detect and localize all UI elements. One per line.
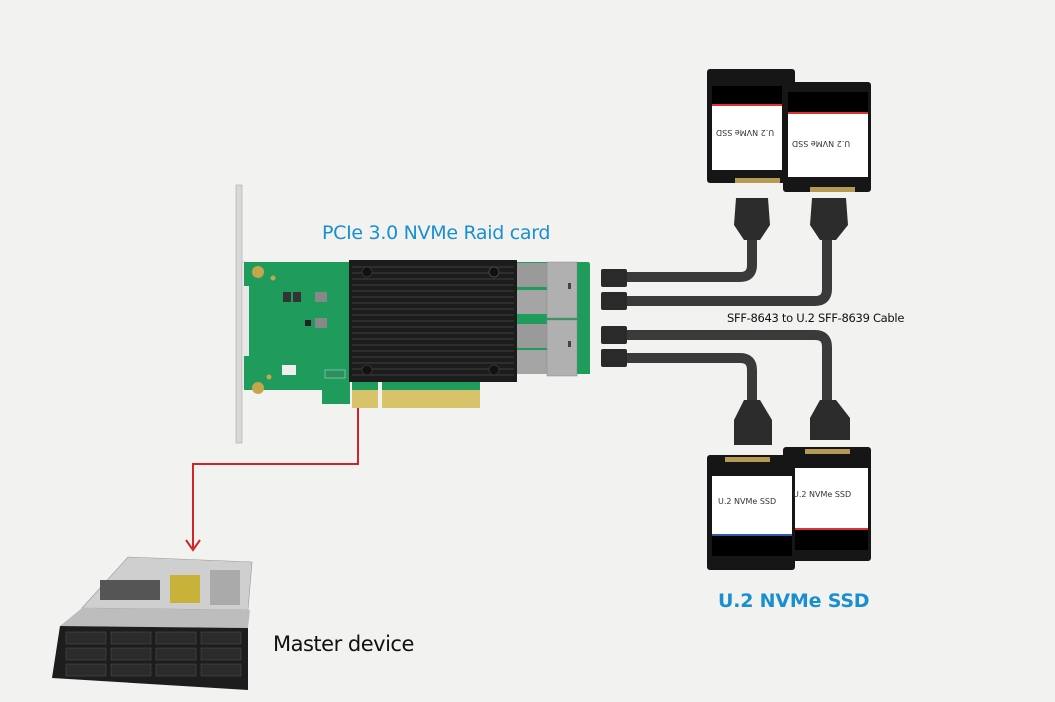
heatsink-fin	[352, 272, 514, 274]
heatsink-fin	[352, 356, 514, 358]
connection-arrow	[185, 408, 359, 552]
drive-bay	[110, 663, 152, 677]
heatsink-fin	[352, 338, 514, 340]
ssd-group-label: U.2 NVMe SSD	[718, 590, 870, 612]
master-device-label: Master device	[273, 632, 414, 656]
heatsink-fin	[352, 266, 514, 268]
drive-bay	[200, 663, 242, 677]
ssd-bottom-right	[783, 447, 871, 561]
ssd-label: U.2 NVMe SSD	[718, 497, 777, 506]
drive-bay	[200, 647, 242, 661]
drive-bay	[155, 663, 197, 677]
ssd-top-right	[783, 82, 871, 192]
heatsink-fin	[352, 362, 514, 364]
sff-8643-ports	[517, 261, 578, 377]
sff-cables	[601, 198, 850, 445]
heatsink-fin	[352, 332, 514, 334]
heatsink-fin	[352, 284, 514, 286]
heatsink-fin	[352, 296, 514, 298]
pcie-gold-fingers	[352, 382, 480, 408]
ssd-label: U.2 NVMe SSD	[716, 128, 775, 137]
drive-bay	[110, 647, 152, 661]
heatsink-fin	[352, 344, 514, 346]
heatsink-fin	[352, 350, 514, 352]
drive-bay	[65, 663, 107, 677]
heatsink-fin	[352, 368, 514, 370]
drive-bay	[200, 631, 242, 645]
heatsink-fin	[352, 308, 514, 310]
drive-bay	[65, 631, 107, 645]
master-server	[52, 556, 253, 690]
heatsink	[349, 260, 517, 382]
ssd-label: U.2 NVMe SSD	[793, 490, 852, 499]
drive-bay	[65, 647, 107, 661]
raid-card	[243, 260, 590, 408]
heatsink-fin	[352, 290, 514, 292]
heatsink-fin	[352, 320, 514, 322]
ssd-label: U.2 NVMe SSD	[792, 139, 851, 148]
heatsink-fin	[352, 314, 514, 316]
heatsink-fin	[352, 374, 514, 376]
cable-label: SFF-8643 to U.2 SFF-8639 Cable	[727, 311, 905, 325]
drive-bay	[155, 647, 197, 661]
raid-card-label: PCIe 3.0 NVMe Raid card	[322, 222, 551, 244]
drive-bay	[110, 631, 152, 645]
ssd-top-left	[707, 69, 795, 183]
drive-bay	[155, 631, 197, 645]
heatsink-fin	[352, 302, 514, 304]
heatsink-fin	[352, 326, 514, 328]
heatsink-fin	[352, 278, 514, 280]
ssd-bottom-left	[707, 455, 795, 570]
